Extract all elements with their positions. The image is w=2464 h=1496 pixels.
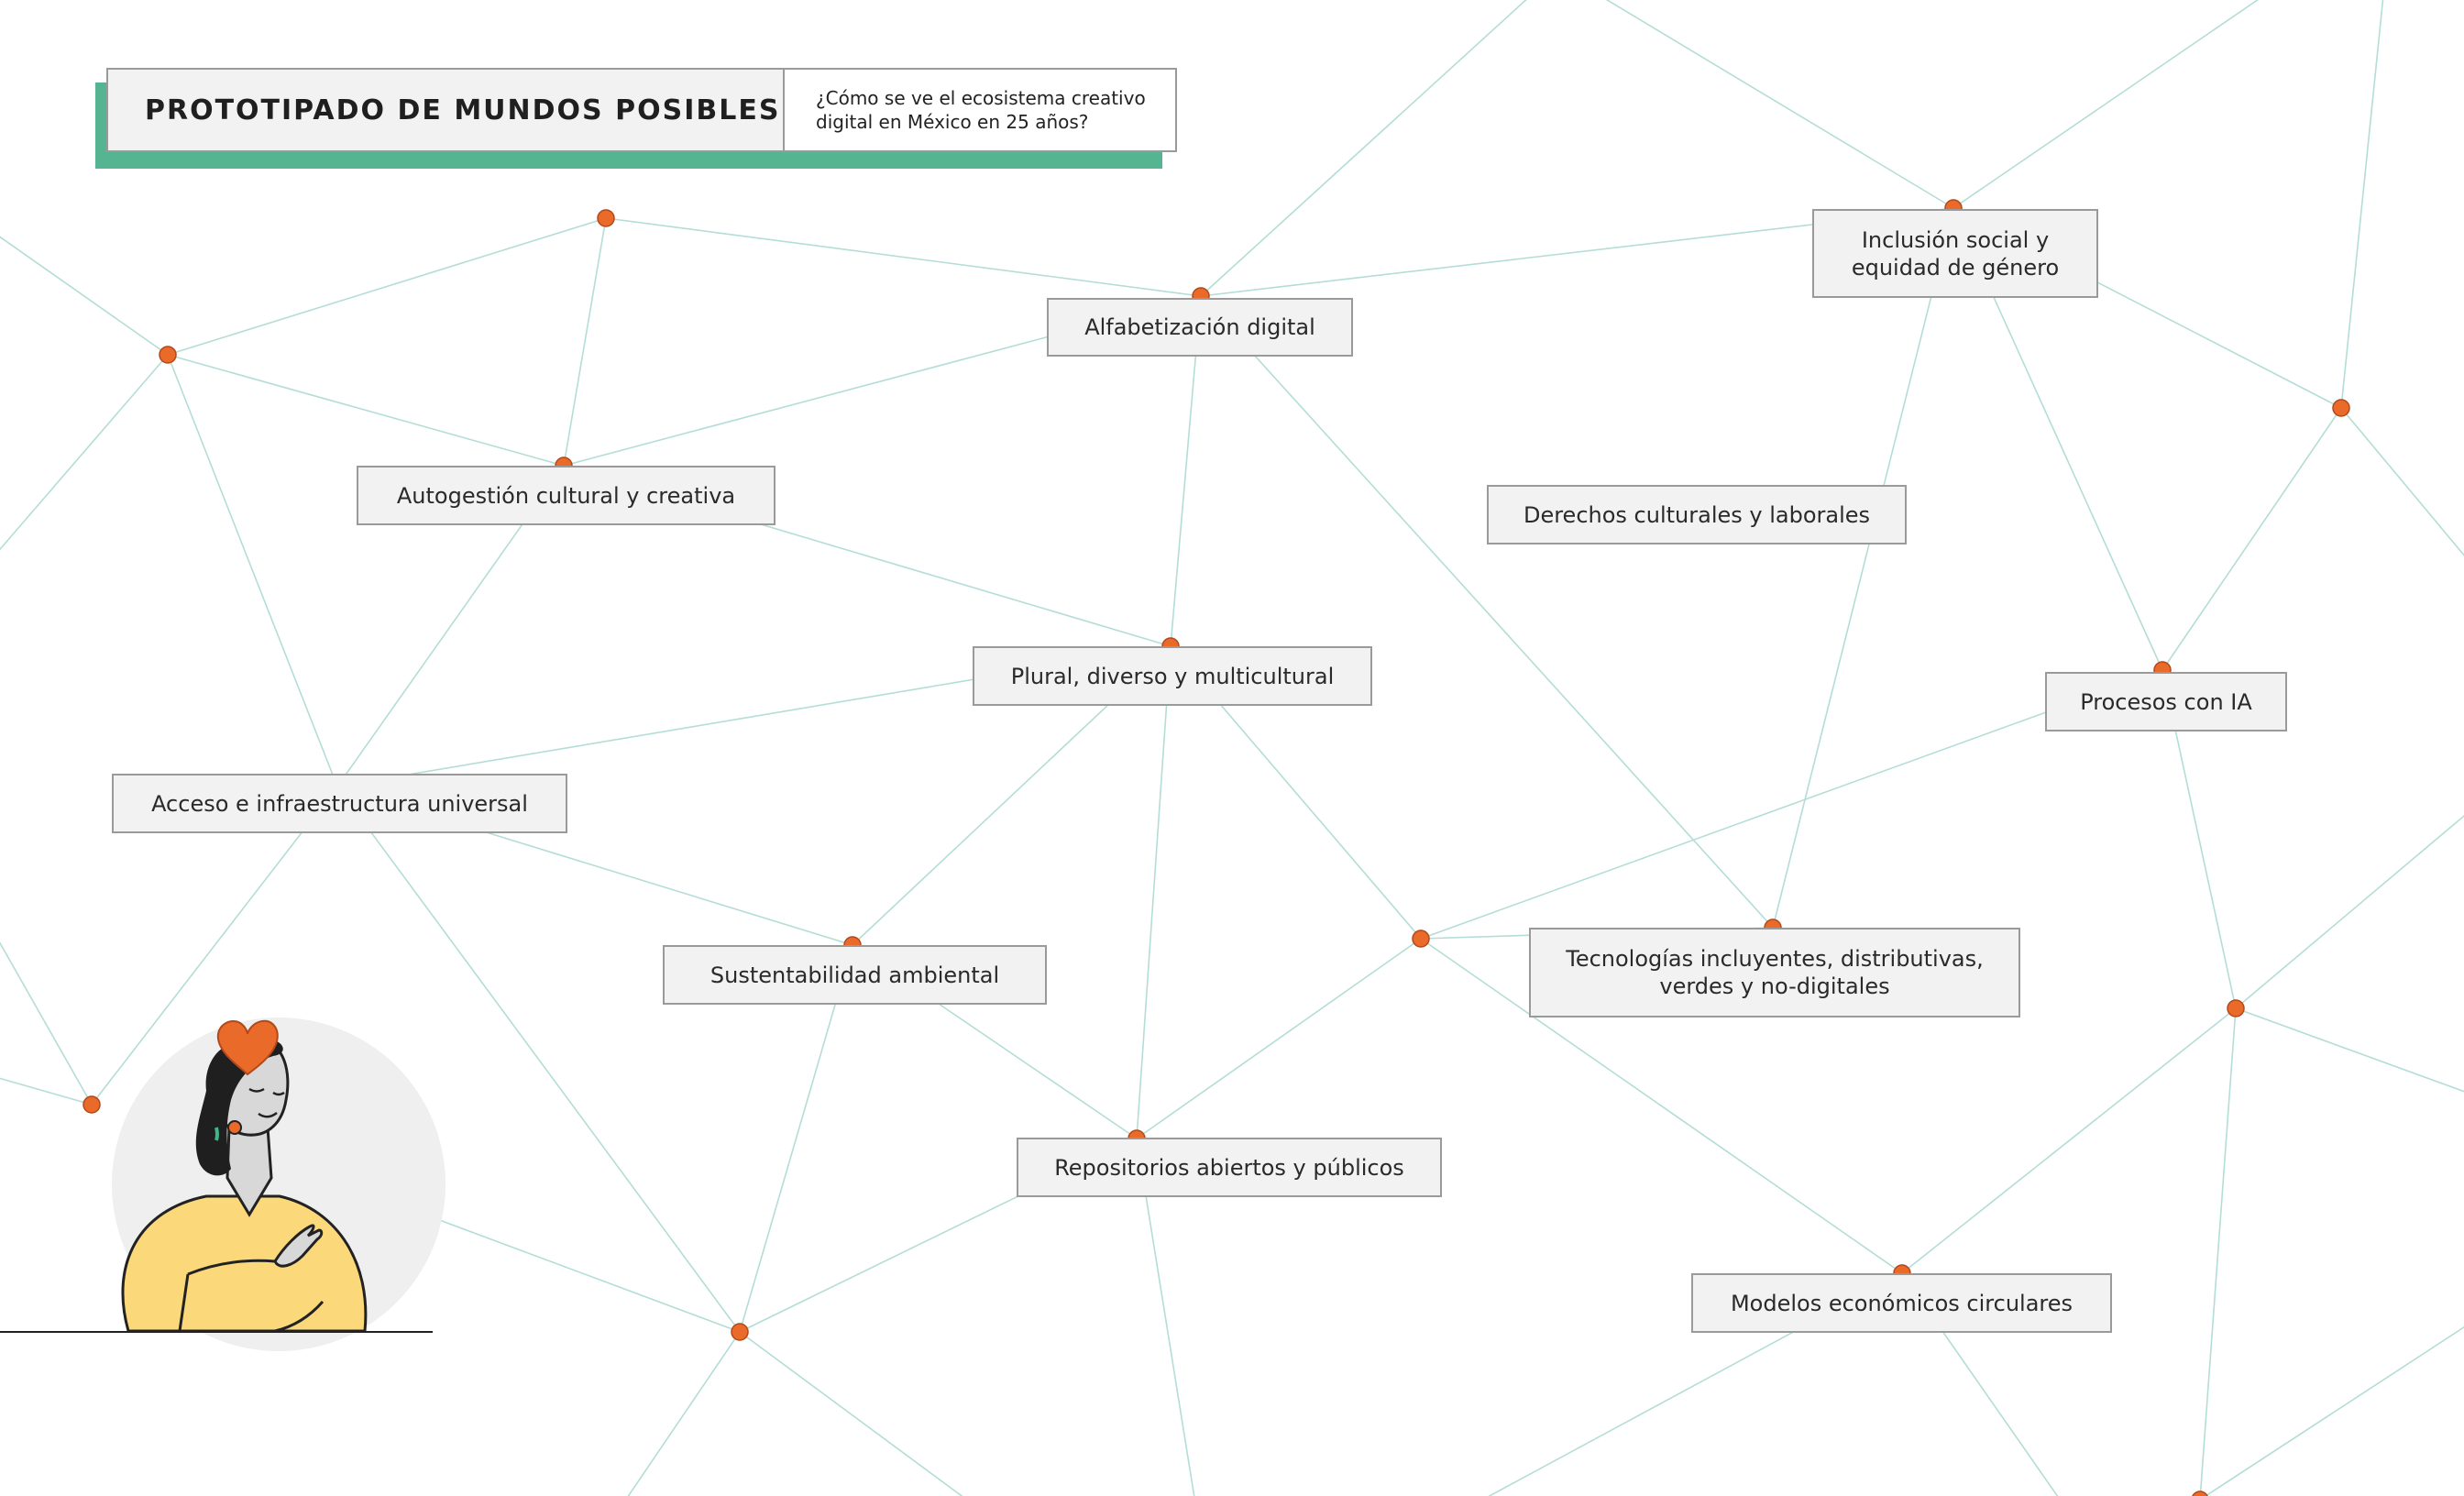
network-node [597, 209, 615, 227]
network-edge [0, 236, 169, 356]
network-edge [2204, 1326, 2464, 1496]
title-box: PROTOTIPADO DE MUNDOS POSIBLES [106, 68, 785, 152]
network-node [2192, 1490, 2208, 1496]
topic-plural-diverso: Plural, diverso y multicultural [973, 646, 1372, 706]
network-node [2332, 399, 2350, 417]
network-edge [2340, 407, 2464, 556]
network-edge [0, 1077, 93, 1106]
question-box: ¿Cómo se ve el ecosistema creativo digit… [783, 68, 1177, 152]
network-edge [91, 786, 338, 1106]
topic-alfabetizacion-digital: Alfabetización digital [1047, 298, 1353, 357]
network-edge [2235, 1007, 2464, 1093]
network-edge [2162, 407, 2342, 671]
network-edge [1420, 938, 1903, 1274]
network-edge [563, 217, 607, 467]
network-edge [2340, 0, 2384, 409]
topic-sustentabilidad-ambiental: Sustentabilidad ambiental [663, 945, 1047, 1005]
topic-autogestion-cultural: Autogestión cultural y creativa [357, 466, 776, 525]
topic-modelos-economicos: Modelos económicos circulares [1691, 1273, 2112, 1333]
network-edge [1901, 1007, 2237, 1274]
topic-tecnologias-incluyentes: Tecnologías incluyentes, distributivas, … [1529, 928, 2020, 1018]
network-edge [739, 944, 853, 1333]
network-edge [0, 941, 93, 1106]
heart-icon [216, 1019, 279, 1076]
network-edge [1136, 938, 1422, 1139]
topic-derechos-culturales: Derechos culturales y laborales [1487, 485, 1907, 544]
network-edge [336, 786, 741, 1333]
person-illustration [0, 1018, 446, 1351]
network-edge [412, 1209, 741, 1333]
network-edge [0, 354, 169, 551]
network-edge [627, 1331, 741, 1496]
network-edge [167, 217, 607, 356]
network-edge [1772, 207, 1954, 929]
network-node [82, 1095, 101, 1114]
network-edge [2235, 815, 2464, 1009]
network-node [159, 346, 177, 364]
network-edge [1420, 669, 2163, 940]
network-node [2227, 999, 2245, 1018]
network-edge [167, 354, 565, 467]
network-edge [1136, 645, 1172, 1139]
network-edge [1200, 295, 1774, 929]
network-edge [1200, 0, 1527, 297]
network-edge [1952, 0, 2260, 209]
network-edge [739, 1331, 963, 1496]
network-edge [2199, 1007, 2237, 1496]
network-edge [1605, 0, 1954, 209]
topic-acceso-infraestructura: Acceso e infraestructura universal [112, 774, 567, 833]
network-node [1412, 930, 1430, 948]
network-edge [167, 354, 338, 787]
page-title: PROTOTIPADO DE MUNDOS POSIBLES [145, 94, 781, 126]
page-question: ¿Cómo se ve el ecosistema creativo digit… [816, 87, 1146, 133]
network-edge [605, 217, 1202, 297]
topic-inclusion-social: Inclusión social y equidad de género [1812, 209, 2098, 298]
network-edge [1136, 1138, 1195, 1496]
topic-procesos-ia: Procesos con IA [2045, 672, 2287, 732]
topic-repositorios-abiertos: Repositorios abiertos y públicos [1017, 1138, 1442, 1197]
network-node [731, 1323, 749, 1341]
